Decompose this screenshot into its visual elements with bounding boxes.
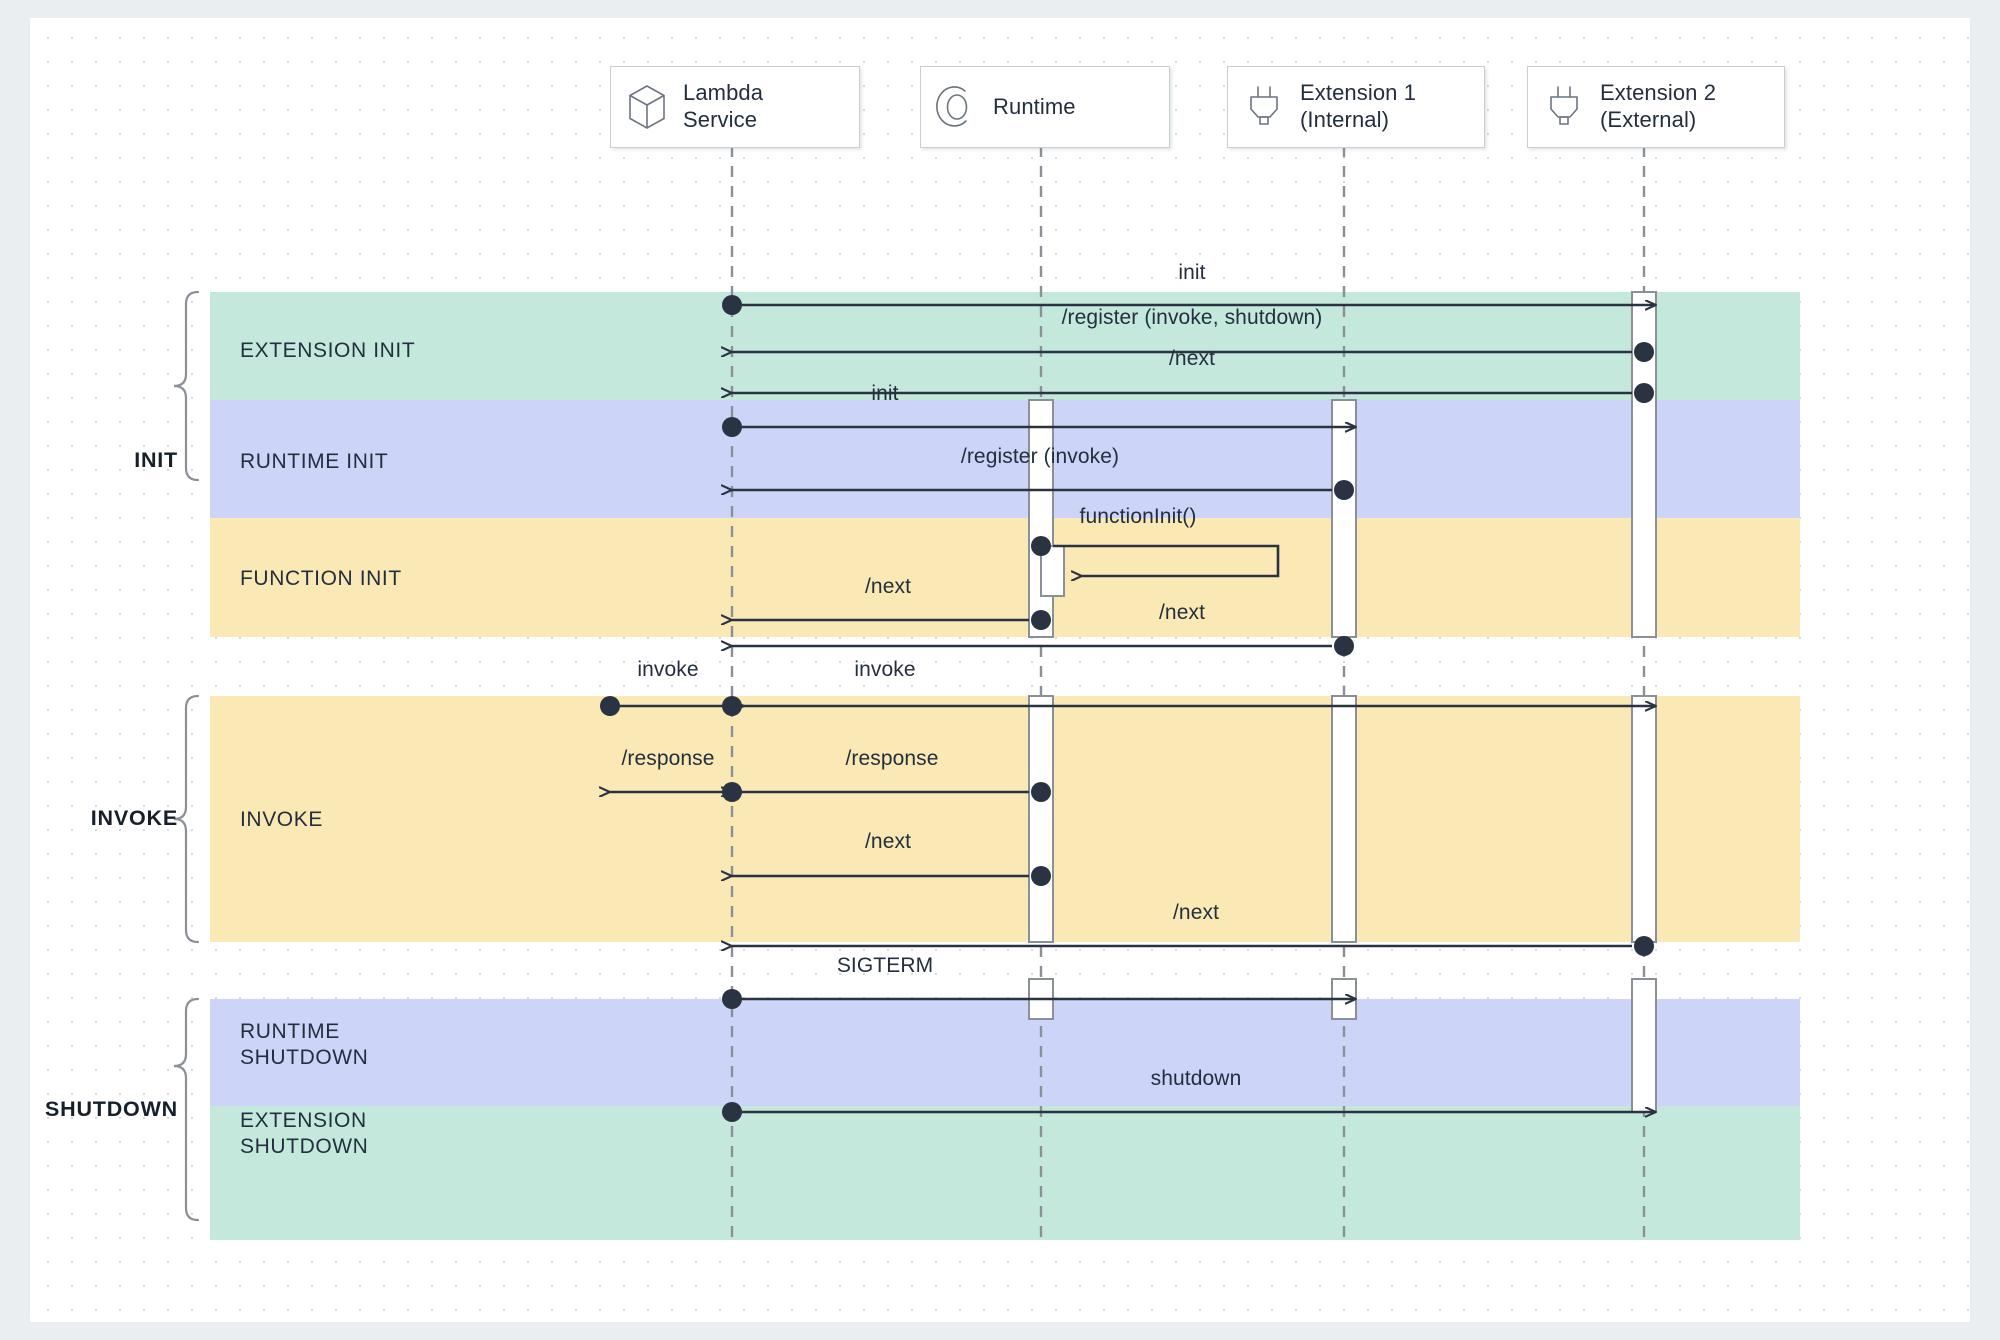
- group-label-invoke: INVOKE: [90, 806, 178, 830]
- participant-label: Extension 2 (External): [1600, 80, 1717, 132]
- band-runtime-init: [210, 400, 1800, 518]
- band-runtime-shutdown: [210, 999, 1800, 1106]
- message-label-register-invoke-shutdown: /register (invoke, shutdown): [1061, 306, 1323, 329]
- activation-runtime-function-init: [1040, 545, 1065, 597]
- message-label-next-ext2-init: /next: [1168, 347, 1216, 370]
- activation-extension-2-invoke: [1631, 695, 1657, 943]
- participant-label: Runtime: [993, 93, 1076, 119]
- dot-m5: [1334, 480, 1354, 500]
- phase-bands: [210, 292, 1800, 1240]
- activation-runtime-init: [1028, 399, 1054, 638]
- message-label-sigterm: SIGTERM: [836, 954, 934, 977]
- message-label-init-ext1: init: [871, 382, 899, 405]
- runtime-circle-icon: [935, 83, 979, 131]
- dot-m10: [722, 696, 742, 716]
- participant-runtime[interactable]: Runtime: [920, 66, 1170, 148]
- dot-m16: [722, 1102, 742, 1122]
- group-label-init: INIT: [134, 448, 178, 472]
- phase-label-extension-init: EXTENSION INIT: [240, 339, 416, 362]
- arrow-function-init-self: [1053, 544, 1280, 576]
- dot-m15: [722, 989, 742, 1009]
- dot-m13: [1031, 866, 1051, 886]
- message-label-next-runtime-init: /next: [864, 575, 912, 598]
- activation-extension-1-invoke: [1331, 695, 1357, 943]
- message-label-response-runtime: /response: [845, 747, 939, 770]
- dot-m7: [1031, 610, 1051, 630]
- message-label-next-ext1-init: /next: [1158, 601, 1206, 624]
- dot-m3: [1634, 383, 1654, 403]
- band-extension-init: [210, 292, 1800, 400]
- participant-extension-2[interactable]: Extension 2 (External): [1527, 66, 1785, 148]
- dot-m1: [722, 295, 742, 315]
- phase-label-extension-shutdown: EXTENSION SHUTDOWN: [240, 1109, 369, 1159]
- activation-runtime-invoke: [1028, 695, 1054, 943]
- band-extension-shutdown: [210, 1106, 1800, 1240]
- phase-label-invoke: INVOKE: [240, 808, 323, 831]
- message-label-register-invoke: /register (invoke): [960, 445, 1120, 468]
- dot-m9: [600, 696, 620, 716]
- dot-m6: [1031, 536, 1051, 556]
- message-label-invoke-chain: invoke: [854, 658, 916, 681]
- dot-m14: [1634, 936, 1654, 956]
- band-function-init: [210, 518, 1800, 637]
- dot-m11: [722, 782, 742, 802]
- message-label-init-ext2: init: [1178, 261, 1206, 284]
- brace-invoke: [173, 694, 200, 944]
- message-label-function-init: functionInit(): [1079, 505, 1197, 528]
- participant-label: Lambda Service: [683, 80, 764, 132]
- dot-m8: [1334, 636, 1354, 656]
- dot-m2: [1634, 342, 1654, 362]
- activation-extension-1-init: [1331, 399, 1357, 638]
- plug-icon: [1542, 83, 1586, 131]
- activation-extension-2-shutdown: [1631, 978, 1657, 1113]
- message-label-next-ext2-invoke: /next: [1172, 901, 1220, 924]
- brace-init: [173, 290, 200, 482]
- diagram-canvas: Lambda Service Runtime Extension 1 (: [30, 18, 1970, 1322]
- message-label-invoke-external: invoke: [637, 658, 699, 681]
- band-invoke: [210, 696, 1800, 942]
- group-braces: [173, 290, 200, 1222]
- message-label-shutdown: shutdown: [1150, 1067, 1242, 1090]
- sequence-diagram-svg: [173, 146, 1800, 1240]
- message-arrows: [610, 305, 1656, 1112]
- message-label-response-external: /response: [621, 747, 715, 770]
- group-label-shutdown: SHUTDOWN: [45, 1097, 178, 1121]
- cube-icon: [625, 83, 669, 131]
- dot-m4: [722, 417, 742, 437]
- plug-icon: [1242, 83, 1286, 131]
- participant-extension-1[interactable]: Extension 1 (Internal): [1227, 66, 1485, 148]
- dot-m12: [1031, 782, 1051, 802]
- message-label-next-runtime-invoke: /next: [864, 830, 912, 853]
- participant-label: Extension 1 (Internal): [1300, 80, 1417, 132]
- phase-label-function-init: FUNCTION INIT: [240, 567, 402, 590]
- activation-bars: [1028, 291, 1657, 1113]
- message-origin-dots: [600, 295, 1654, 1122]
- phase-label-runtime-shutdown: RUNTIME SHUTDOWN: [240, 1020, 369, 1070]
- participant-lambda-service[interactable]: Lambda Service: [610, 66, 860, 148]
- brace-shutdown: [173, 997, 200, 1222]
- phase-label-runtime-init: RUNTIME INIT: [240, 450, 389, 473]
